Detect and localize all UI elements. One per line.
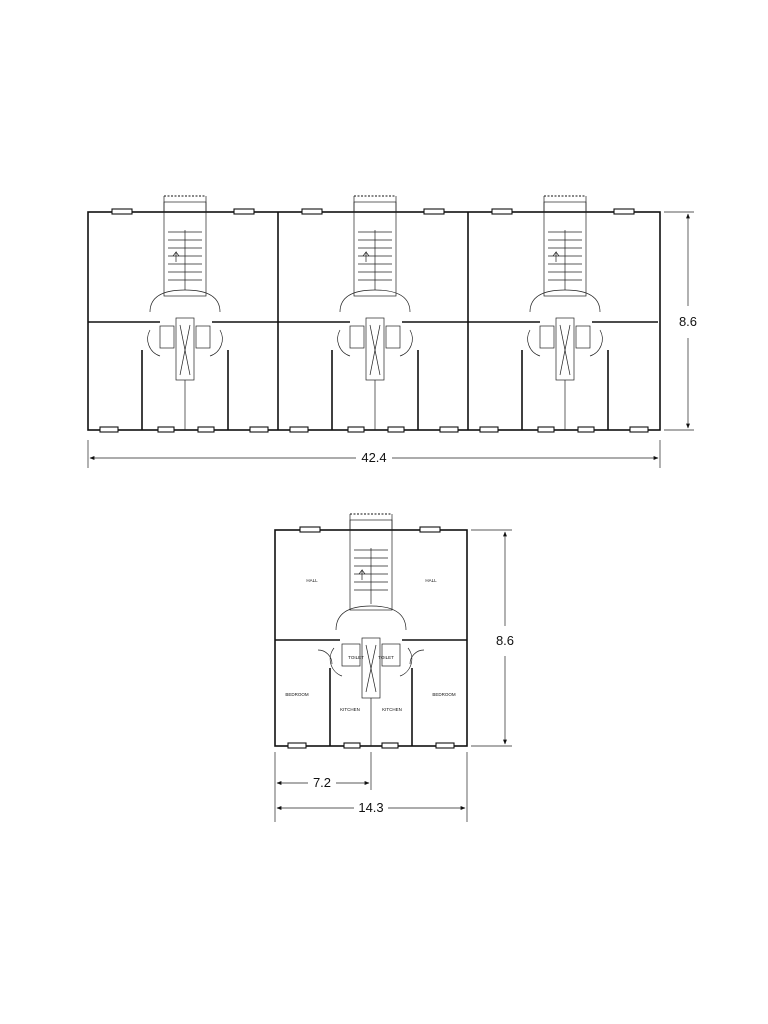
room-label-hall-right: HALL	[425, 578, 437, 583]
room-label-bedroom-right: BEDROOM	[432, 692, 456, 697]
unit-depth-label: 8.6	[496, 633, 514, 648]
room-label-kitchen-right: KITCHEN	[382, 707, 402, 712]
block-unit-3	[467, 195, 659, 433]
block-width-label: 42.4	[361, 450, 386, 465]
block-depth-label: 8.6	[679, 314, 697, 329]
room-label-toilet-right: TOILET	[378, 655, 394, 660]
room-label-hall-left: HALL	[306, 578, 318, 583]
unit-plan: HALL HALL TOILET TOILET BEDROOM BEDROOM …	[274, 513, 514, 822]
room-label-bedroom-left: BEDROOM	[285, 692, 309, 697]
block-plan: 42.4 8.6	[87, 195, 697, 468]
block-unit	[88, 195, 278, 433]
room-label-kitchen-left: KITCHEN	[340, 707, 360, 712]
room-label-toilet-left: TOILET	[348, 655, 364, 660]
unit-width-label: 14.3	[358, 800, 383, 815]
unit-half-width-label: 7.2	[313, 775, 331, 790]
block-unit-2	[277, 195, 469, 433]
